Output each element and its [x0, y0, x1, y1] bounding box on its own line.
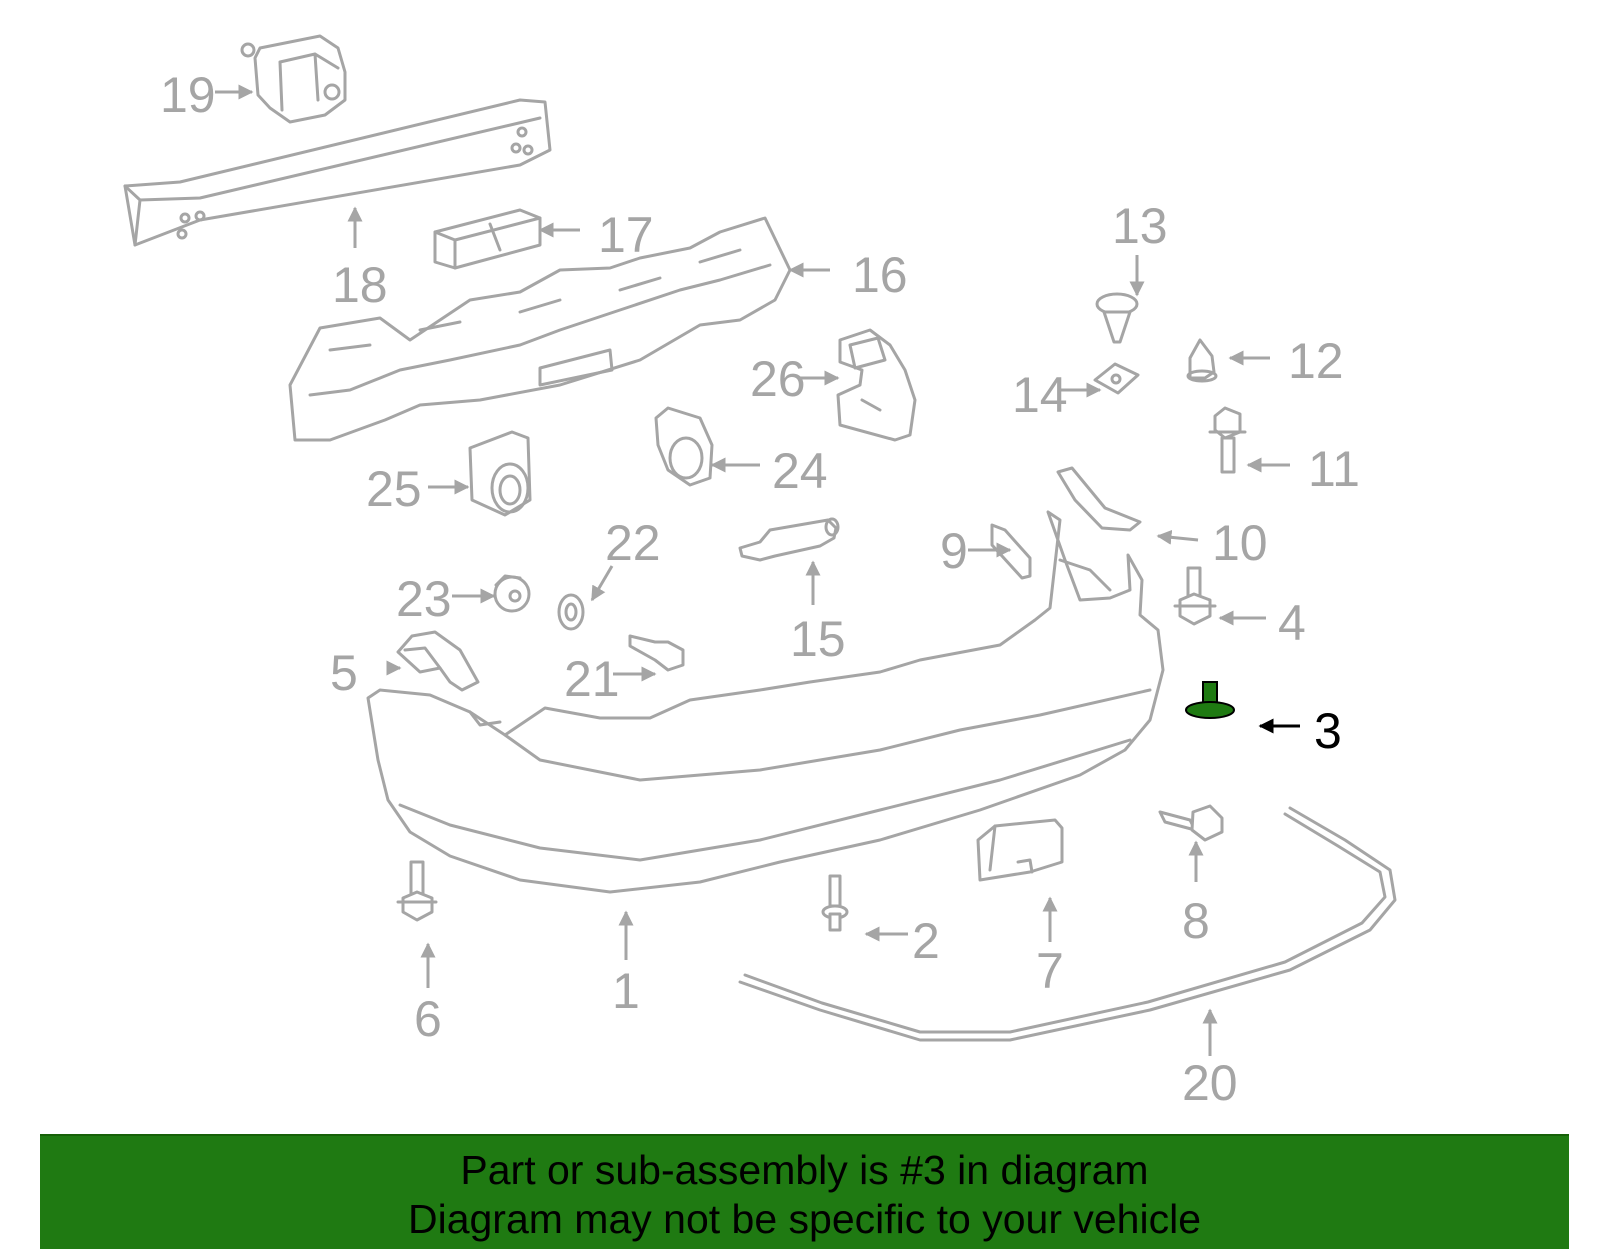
part-14-nut: [1093, 362, 1140, 395]
part-23-grommet: [493, 574, 531, 613]
part-22-washer: [557, 593, 585, 631]
callout-9: 9: [940, 523, 968, 579]
part-11-bolt: [1208, 406, 1247, 474]
callout-19: 19: [160, 67, 216, 123]
part-6-bolt: [396, 860, 438, 922]
callout-24: 24: [772, 443, 828, 499]
part-17-absorber: [433, 208, 542, 270]
callout-11: 11: [1308, 441, 1360, 497]
part-1-bumper-cover: [366, 510, 1165, 894]
callout-18: 18: [332, 257, 388, 313]
callout-7: 7: [1036, 943, 1064, 999]
callout-13: 13: [1112, 198, 1168, 254]
callout-15: 15: [790, 611, 846, 667]
callout-12: 12: [1288, 333, 1344, 389]
part-8-bolt: [1158, 804, 1224, 842]
part-4-bolt: [1173, 566, 1217, 626]
callout-numbers: 19 18 17 16 26 13 14 12 25 24 11 22 9 10…: [160, 67, 1360, 1111]
callout-20: 20: [1182, 1055, 1238, 1111]
callout-16: 16: [852, 247, 908, 303]
callout-8: 8: [1182, 893, 1210, 949]
callout-26: 26: [750, 351, 806, 407]
part-10-bracket: [1056, 466, 1142, 532]
callout-5: 5: [330, 645, 358, 701]
part-25-sensor: [468, 430, 532, 517]
part-2-stud: [821, 874, 849, 932]
callout-22: 22: [605, 515, 661, 571]
part-16-energy-absorber: [288, 216, 792, 442]
callout-21: 21: [564, 651, 620, 707]
callout-2: 2: [912, 913, 940, 969]
part-18-reinforcement: [123, 98, 552, 247]
info-banner: Part or sub-assembly is #3 in diagram Di…: [40, 1134, 1569, 1249]
callout-4: 4: [1278, 595, 1306, 651]
part-13-push-clip: [1095, 292, 1139, 344]
part-3-retainer: [1185, 681, 1235, 719]
callout-6: 6: [414, 991, 442, 1047]
part-12-clip: [1186, 338, 1218, 383]
parts-diagram: 19 18 17 16 26 13 14 12 25 24 11 22 9 10…: [123, 34, 1397, 1111]
part-20-molding: [738, 806, 1397, 1042]
callout-25: 25: [366, 461, 422, 517]
callout-23: 23: [396, 571, 452, 627]
part-15-spacer: [738, 517, 840, 562]
part-7-bracket: [976, 818, 1064, 882]
part-26-sensor-bracket: [836, 328, 917, 442]
part-24-sensor-holder: [654, 406, 714, 487]
callout-17: 17: [598, 207, 654, 263]
callout-10: 10: [1212, 515, 1268, 571]
part-19-mount: [240, 34, 347, 124]
part-5-bracket: [396, 630, 480, 692]
callout-3: 3: [1314, 703, 1342, 759]
part-21-clip: [628, 634, 685, 672]
banner-line-1: Part or sub-assembly is #3 in diagram: [460, 1147, 1149, 1193]
banner-line-2: Diagram may not be specific to your vehi…: [407, 1196, 1201, 1242]
leader-arrows: [215, 84, 1300, 1056]
callout-1: 1: [612, 963, 640, 1019]
callout-14: 14: [1012, 367, 1068, 423]
